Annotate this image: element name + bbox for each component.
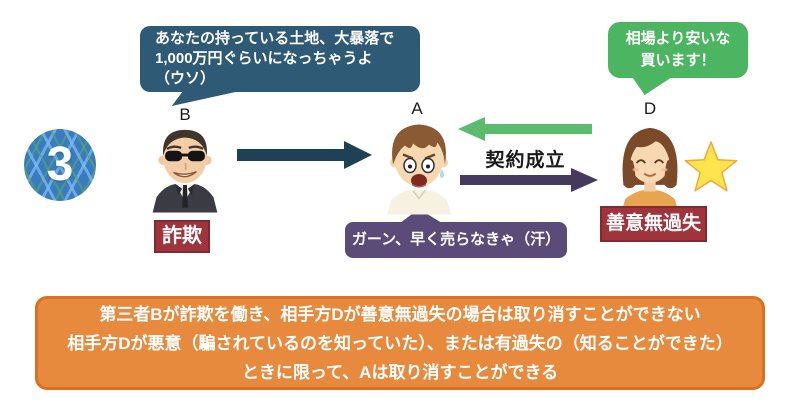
label-b: B [179,105,191,124]
character-d-avatar [612,113,688,215]
summary-note: 第三者Bが詐欺を働き、相手方Dが善意無過失の場合は取り消すことができない 相手方… [35,296,765,390]
shocked-boy-icon [387,124,451,215]
bubble-line: ガーン、早く売らなきゃ（汗） [351,231,561,248]
note-line: 第三者Bが詐欺を働き、相手方Dが善意無過失の場合は取り消すことができない [99,304,701,324]
arrow-d-to-a [458,117,592,141]
man-sunglasses-icon [152,129,218,213]
a-speech-bubble: ガーン、早く売らなきゃ（汗） [345,209,567,258]
arrow-b-to-a [237,141,372,169]
step-number: 3 [46,138,74,191]
bubble-tail [632,77,672,95]
good-faith-tag: 善意無過失 [600,206,707,242]
bubble-tail [171,91,240,106]
character-a-avatar [379,113,459,216]
left-arrow-icon [458,117,592,141]
right-arrow-icon [460,168,598,192]
contract-established-label: 契約成立 [485,150,566,171]
note-line: ときに限って、Aは取り消すことができる [241,362,559,382]
d-speech-bubble: 相場より安いな 買います！ [608,22,748,95]
b-speech-bubble: あなたの持っている土地、大暴落で 1,000万円ぐらいになっちゃうよ （ウソ） [140,26,420,106]
star-icon [682,141,740,197]
character-b-avatar [147,115,223,215]
note-line: 相手方Dが悪意（騙されているのを知っていた）、または有過失の（知ることができた） [67,333,733,353]
label-d: D [643,99,657,118]
star-icon [684,141,738,192]
bubble-line: あなたの持っている土地、大暴落で [155,30,395,47]
arrow-a-to-d [460,168,598,192]
label-a: A [411,99,423,118]
right-arrow-icon [237,141,372,169]
bubble-line: 買います！ [640,52,716,69]
bubble-line: 相場より安いな [625,30,731,47]
bubble-line: 1,000万円ぐらいになっちゃうよ [155,50,373,67]
bubble-line: （ウソ） [155,70,216,87]
step-3-badge: 3 [24,129,96,201]
smiling-woman-icon [621,127,679,212]
fraud-tag: 詐欺 [154,220,210,253]
